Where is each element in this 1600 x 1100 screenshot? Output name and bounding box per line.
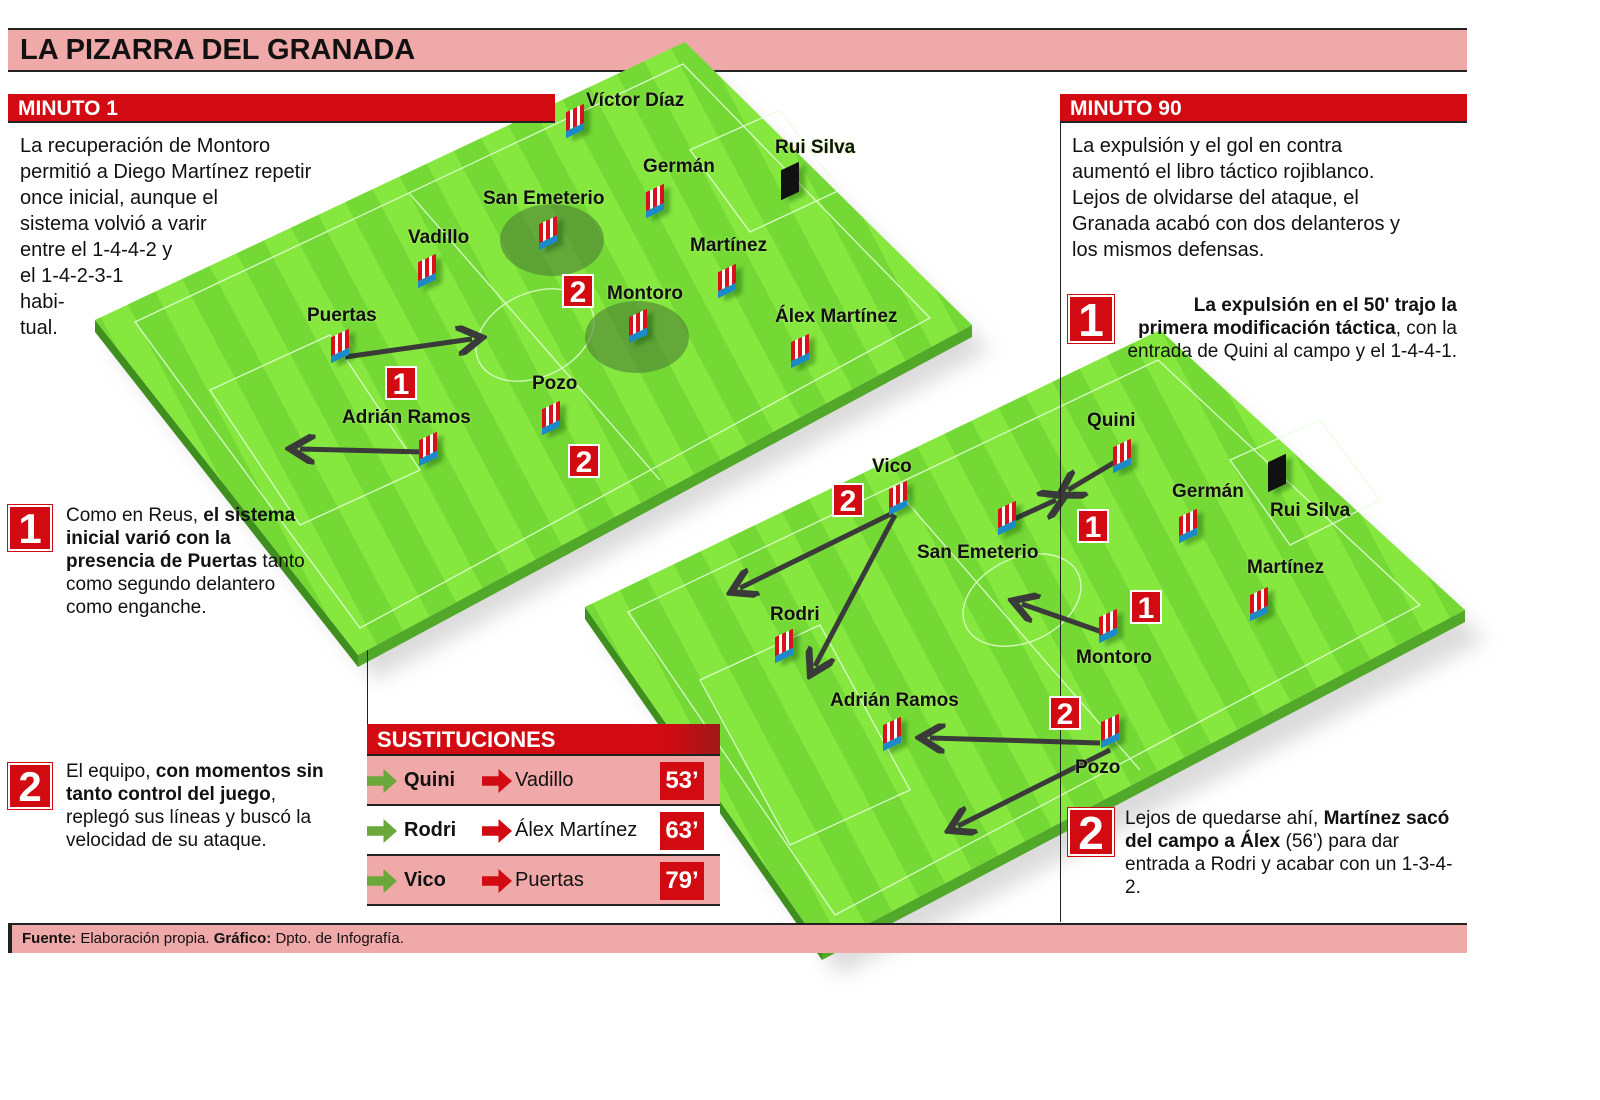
player-in: Quini (404, 769, 456, 791)
minuto-90-intro: La expulsión y el gol en contra aumentó … (1072, 135, 1400, 261)
player-out: Álex Martínez (515, 819, 638, 841)
player-label: Adrián Ramos (830, 690, 959, 711)
footer-credits: Fuente: Elaboración propia. Gráfico: Dpt… (8, 923, 1467, 953)
section-minuto-1: MINUTO 1 (8, 94, 555, 123)
section-minuto-90: MINUTO 90 (1060, 94, 1467, 123)
table-row: Rodri Álex Martínez 63’ (367, 806, 720, 856)
note-number: 1 (1067, 294, 1115, 344)
pitch-badge: 2 (1049, 696, 1081, 731)
minuto-90-note-1: La expulsión en el 50' trajo la primera … (1127, 295, 1457, 362)
player-label: Rui Silva (775, 137, 856, 158)
page-title: LA PIZARRA DEL GRANADA (20, 34, 416, 66)
pitch-badge: 1 (1130, 590, 1162, 625)
player-label: Germán (643, 156, 715, 177)
movement-arrows (740, 459, 1117, 826)
arrow-out-icon (482, 819, 512, 843)
arrow-in-icon (367, 819, 397, 843)
player-label: Montoro (1076, 647, 1152, 668)
pitch-minuto-90 (585, 330, 1485, 975)
player-label: San Emeterio (483, 188, 605, 209)
minuto-1-note-2: El equipo, con momentos sin tanto contro… (66, 761, 324, 851)
pitch-badge: 2 (562, 274, 594, 309)
pitch-badge: 1 (1077, 509, 1109, 544)
pitch-badge: 2 (568, 444, 600, 479)
minute-badge: 79’ (660, 862, 704, 900)
player-label: Rui Silva (1270, 500, 1351, 521)
minuto-1-intro: La recuperación de Montoro permitió a Di… (20, 135, 312, 339)
arrow-in-icon (367, 869, 397, 893)
player-label: Germán (1172, 481, 1244, 502)
player-label: Adrián Ramos (342, 407, 471, 428)
player-label: Álex Martínez (775, 306, 898, 327)
substitutions-heading: SUSTITUCIONES (367, 724, 720, 756)
arrow-out-icon (482, 869, 512, 893)
table-row: Quini Vadillo 53’ (367, 756, 720, 806)
player-label: Víctor Díaz (586, 90, 685, 111)
title-bar: LA PIZARRA DEL GRANADA (8, 28, 1467, 72)
minuto-1-note-1: Como en Reus, el sistema inicial varió c… (66, 505, 305, 618)
arrow-out-icon (482, 769, 512, 793)
player-label: Quini (1087, 410, 1136, 431)
pitch-badge: 2 (832, 483, 864, 518)
player-in: Rodri (404, 819, 457, 841)
player-label: Vadillo (408, 227, 470, 248)
table-row: Vico Puertas 79’ (367, 856, 720, 906)
note-number: 2 (7, 762, 53, 810)
player-label: Rodri (770, 604, 820, 625)
minuto-90-note-2: Lejos de quedarse ahí, Martínez sacó del… (1125, 808, 1453, 898)
note-number: 1 (7, 504, 53, 552)
player-label: Vico (872, 456, 912, 477)
player-label: San Emeterio (917, 542, 1039, 563)
player-label: Martínez (1247, 557, 1325, 578)
arrow-in-icon (367, 769, 397, 793)
substitutions-table: SUSTITUCIONES Quini Vadillo 53’ Rodri Ál… (367, 724, 720, 906)
player-in: Vico (404, 869, 446, 891)
player-label: Montoro (607, 283, 683, 304)
player-out: Puertas (515, 869, 584, 891)
minute-badge: 53’ (660, 762, 704, 800)
movement-arrows (300, 339, 472, 452)
player-out: Vadillo (515, 769, 574, 791)
player-label: Pozo (532, 373, 578, 394)
pitch-badge: 1 (385, 366, 417, 401)
note-number: 2 (1067, 807, 1115, 857)
player-label: Martínez (690, 235, 768, 256)
divider (1060, 94, 1061, 922)
player-label: Pozo (1075, 757, 1121, 778)
minute-badge: 63’ (660, 812, 704, 850)
pitch-minuto-1 (95, 42, 990, 680)
player-label: Puertas (307, 305, 377, 326)
substitutions-rows: Quini Vadillo 53’ Rodri Álex Martínez 63… (367, 756, 720, 906)
